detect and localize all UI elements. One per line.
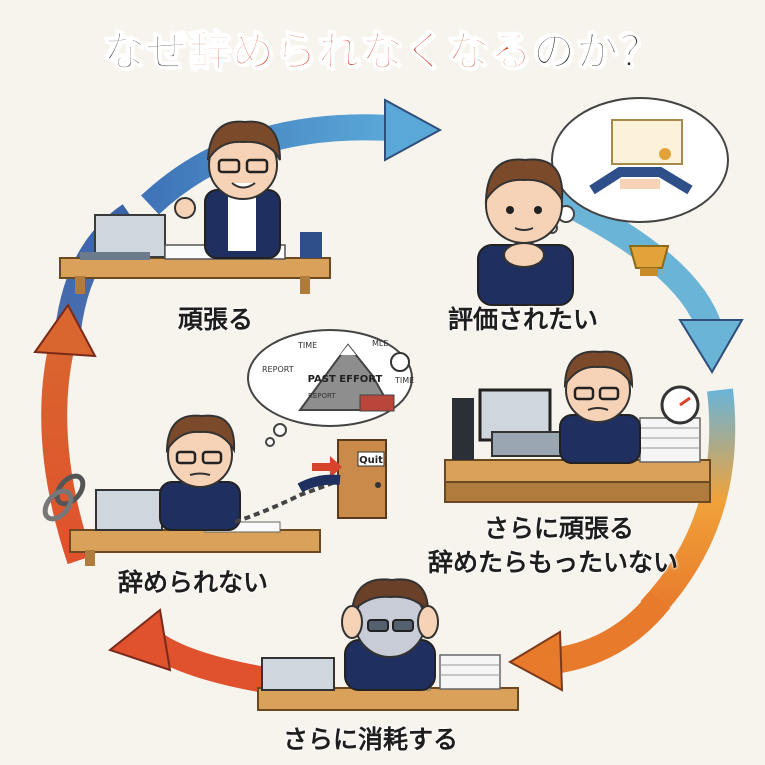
step-label-cannot-quit: 辞められない [118,568,269,597]
bubble-word: MLE [372,339,388,348]
bubble-word: REPORT [308,392,336,400]
trophy-icon [628,245,670,269]
past-effort-text: PAST EFFORT [308,374,383,385]
scene-more-effort [444,350,711,503]
laptop-icon [261,657,335,691]
bubble-word: TIME [394,376,414,385]
paper-stack-icon [439,654,501,690]
books-icon [359,394,395,412]
clock-icon [390,352,410,372]
scene-drain [257,578,519,711]
arrow-top [141,98,443,215]
bubble-word: TIME [297,341,317,350]
door-sign [357,451,385,467]
arrow-left [33,303,97,565]
step-label-more-effort-line2: 辞めたらもったいない [428,548,679,577]
bubble-word: REPORT [262,365,294,374]
title-prefix: なぜ [102,26,189,77]
step-label-evaluation: 評価されたい [448,305,599,334]
thumbs-up-icon [174,197,196,219]
chain-link-icon [42,473,86,522]
step-label-effort: 頑張る [178,305,254,334]
arrow-bottom-right [507,591,671,692]
red-arrow-icon [312,456,342,478]
diagram-title: なぜ辞められなくなるのか？ [0,18,765,79]
certificate-icon [611,119,683,165]
chain-icon [234,480,336,524]
handshake-icon [589,167,693,195]
title-suffix: のか？ [532,26,663,77]
arrow-bottom-left [107,608,268,693]
step-label-more-effort: さらに頑張る 辞めたらもったいない [428,512,678,580]
title-highlight: 辞められなくなる [188,26,533,77]
step-label-drain: さらに消耗する [283,725,459,754]
computer-tower-icon [452,398,474,460]
scene-evaluation [477,97,729,306]
scene-cannot-quit: Quit PAST EFFORT TIME MLE REPORT TIME RE… [42,329,414,566]
laptop-icon [95,489,163,531]
scene-effort [59,120,331,294]
laptop-icon [94,214,166,258]
paper-stack-icon [639,417,701,463]
door-sign-text: Quit [359,455,383,466]
step-label-more-effort-line1: さらに頑張る [484,514,635,543]
pencil-cup-icon [300,232,322,258]
